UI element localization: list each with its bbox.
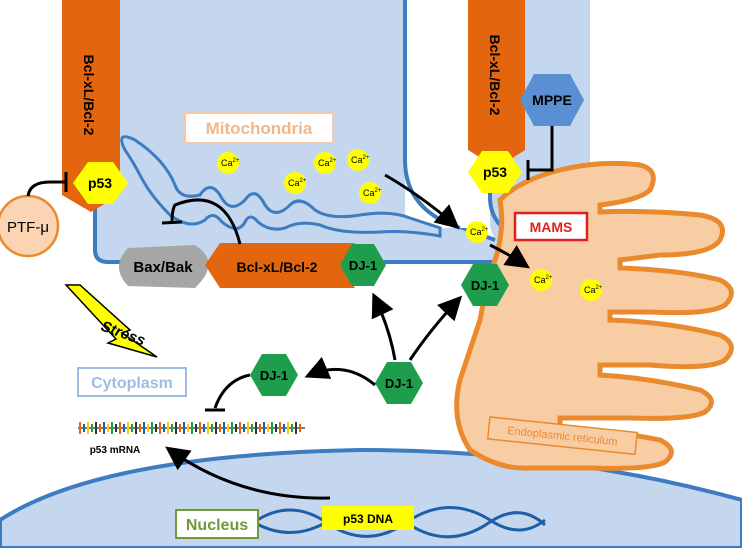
calcium-ion-label: Ca2+ [288,178,307,188]
arrow-dj1-to-membrane [371,292,397,361]
bcl-center [205,243,355,288]
p53-left-label: p53 [88,175,112,191]
calcium-ion-label: Ca2+ [534,275,553,285]
calcium-ion-label: Ca2+ [318,158,337,168]
bax-bak [119,245,209,288]
dj1-membrane-label: DJ-1 [349,258,377,273]
ptf-inhibit-line [26,180,66,197]
dj1-left-label: DJ-1 [260,368,288,383]
dj1-inhibit-mrna [213,373,251,409]
bcl-right: Bcl-xL/Bcl-2 [468,0,525,168]
cytoplasm-box [77,367,187,397]
p53-dna-label: p53 DNA [343,512,393,526]
stress-bolt: Stress [64,284,158,358]
mitochondria-label: Mitochondria [206,119,313,138]
bcl-center-label: Bcl-xL/Bcl-2 [237,259,318,275]
dj1-mams [461,264,509,306]
nucleus-box [175,509,259,539]
bcl-left: Bcl-xL/Bcl-2 [62,0,120,212]
calcium-ion-label: Ca2+ [221,158,240,168]
bcl-left-label: Bcl-xL/Bcl-2 [81,55,97,136]
cytoplasm-label: Cytoplasm [91,375,173,392]
dj1-center-label: DJ-1 [385,376,413,391]
calcium-ion-label: Ca2+ [351,155,370,165]
p53-left [73,162,128,204]
dj1-membrane [340,244,386,286]
bcl-bax-inhibit [170,198,242,245]
p53-dna-box [322,506,414,530]
mppe-hexagon [520,74,584,126]
arrow-ca-to-mams [384,173,460,229]
nucleus-label: Nucleus [186,517,248,534]
dj1-mams-label: DJ-1 [471,278,499,293]
arrow-ca-to-er [489,243,530,269]
p53-mrna-label: p53 mRNA [90,445,141,456]
p53-right [468,151,522,193]
p53-mrna-strand [78,422,305,434]
calcium-ion-label: Ca2+ [363,188,382,198]
arrow-dj1-to-mams [408,295,463,361]
dj1-center [375,362,423,404]
mppe-label: MPPE [532,92,572,108]
ptf-label: PTF-μ [7,219,49,236]
mitochondria-box [184,112,334,144]
er-box [486,416,639,456]
mppe-inhibit-line [528,126,554,172]
arrow-dna-to-mrna [165,446,331,500]
mams-label: MAMS [530,219,573,235]
dj1-left [250,354,298,396]
arrow-dj1-to-left [304,356,376,387]
p53-right-label: p53 [483,164,507,180]
calcium-ions [217,149,602,301]
mams-box [513,211,589,242]
calcium-ion-label: Ca2+ [470,227,489,237]
bax-bak-label: Bax/Bak [133,259,193,276]
calcium-ion-label: Ca2+ [584,285,603,295]
bcl-right-label: Bcl-xL/Bcl-2 [487,35,503,116]
